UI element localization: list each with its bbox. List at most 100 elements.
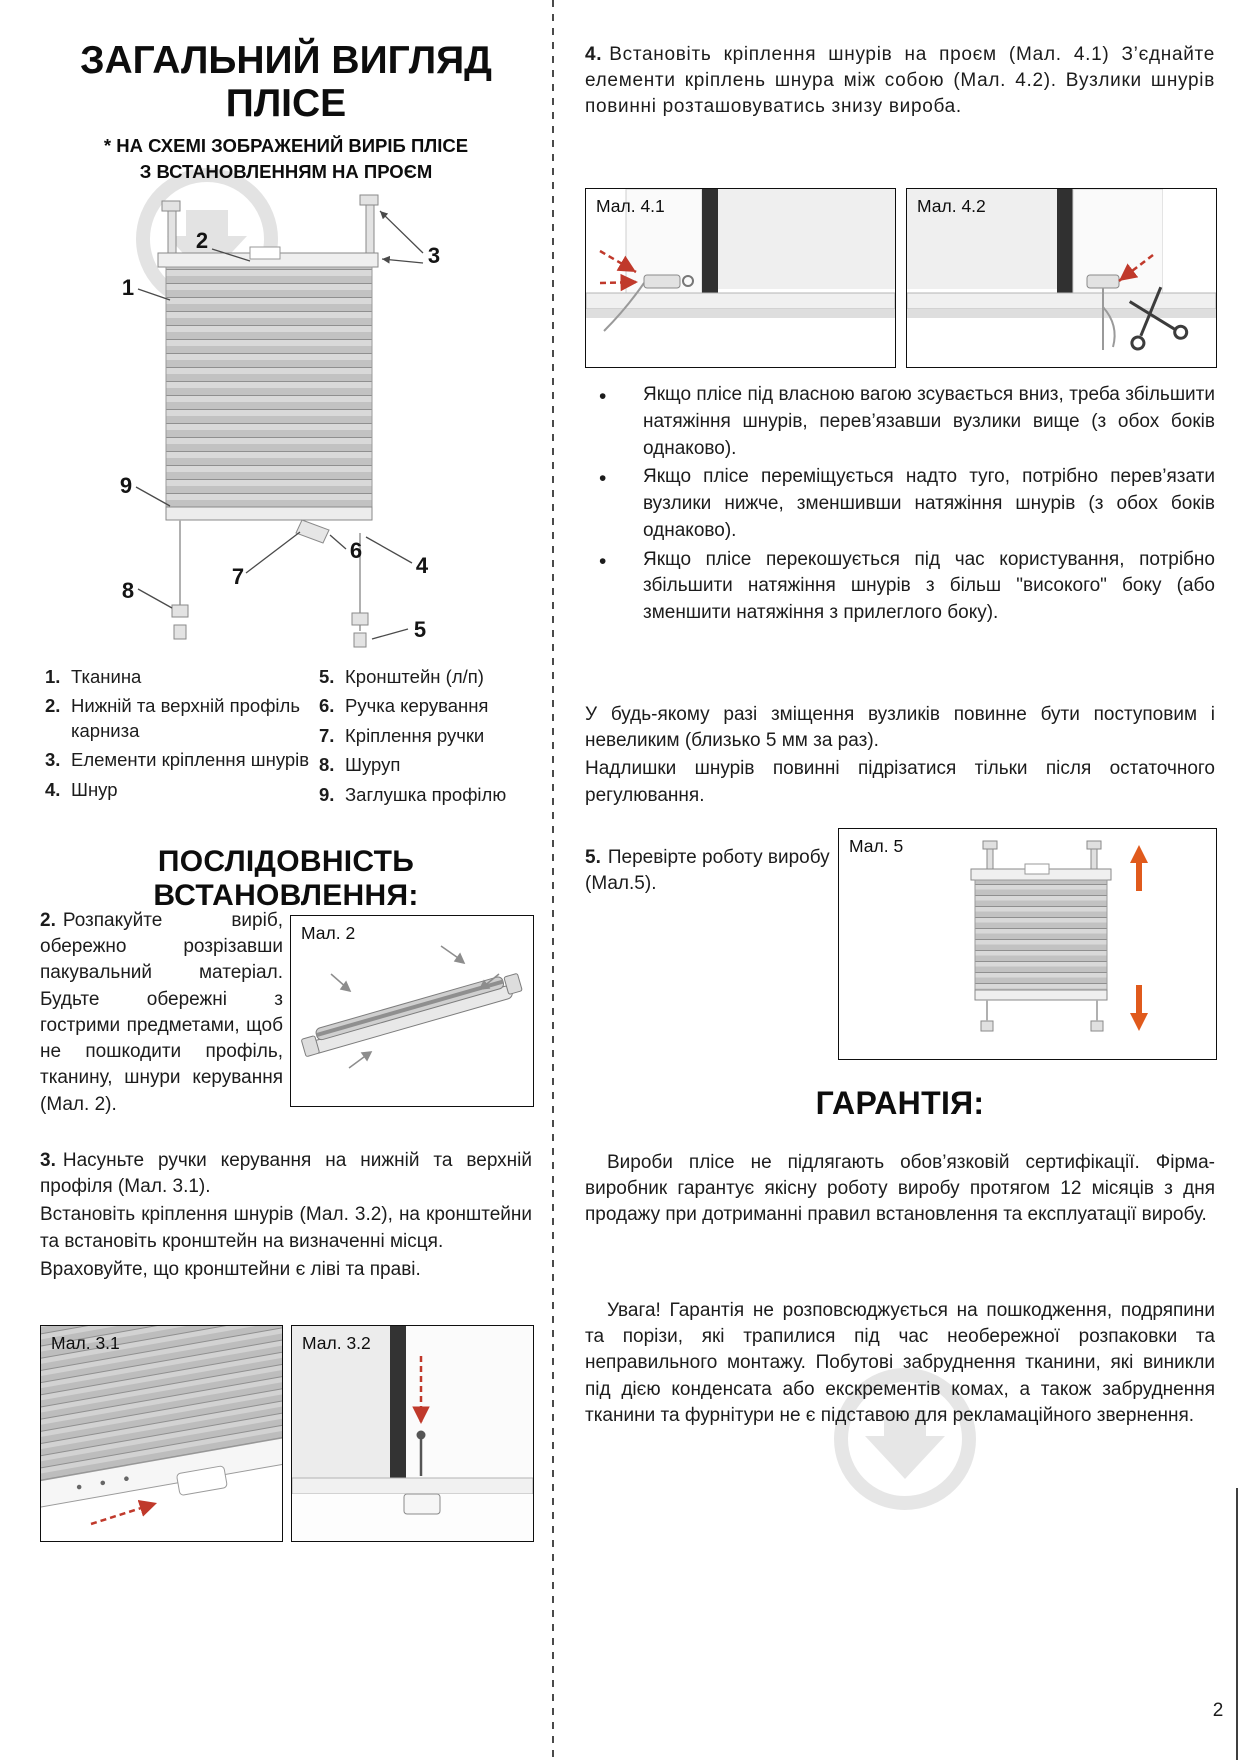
- step-3-text-1: Насуньте ручки керування на нижній та ве…: [40, 1150, 532, 1198]
- warranty-text-1: Вироби плісе не підлягають обов’язковій …: [585, 1152, 1215, 1226]
- cord-fastener-part: [643, 274, 681, 289]
- legend-number: 1.: [45, 666, 61, 687]
- cord: [603, 282, 645, 332]
- step-5-paragraph: 5.Перевірте роботу виробу (Мал.5).: [585, 845, 830, 899]
- legend-number: 7.: [319, 724, 335, 746]
- step-2-paragraph: 2.Розпакуйте виріб, обережно розрізавши …: [40, 908, 283, 1120]
- legend-item-1: 1. Тканина: [45, 665, 313, 689]
- adjustment-note: У будь-якому разі зміщення вузликів пови…: [585, 702, 1215, 811]
- callout-3: 3: [428, 243, 440, 268]
- figure-3-1-art-handle-mount: [41, 1326, 282, 1526]
- fabric: [165, 266, 373, 508]
- mini-bottom-profile: [974, 989, 1108, 1001]
- red-dashed-arrow-icon: [90, 1499, 158, 1526]
- mini-fabric: [974, 879, 1108, 991]
- figure-5-label: Мал. 5: [849, 836, 904, 856]
- legend-item-3: 3. Елементи кріплення шнурів: [45, 748, 313, 772]
- title-note-line-1: * НА СХЕМІ ЗОБРАЖЕНИЙ ВИРІБ ПЛІСЕ: [103, 135, 469, 156]
- bullet-item-3: Якщо плісе перекошується під час користу…: [599, 547, 1215, 627]
- warranty-text-2: Увага! Гарантія не розповсюджується на п…: [585, 1300, 1215, 1426]
- title-note: * НА СХЕМІ ЗОБРАЖЕНИЙ ВИРІБ ПЛІСЕ З ВСТА…: [40, 133, 532, 185]
- legend-label: Заглушка профілю: [345, 783, 507, 805]
- legend-number: 5.: [319, 666, 335, 687]
- callout-5: 5: [414, 617, 426, 642]
- red-dashed-arrow-icon: [599, 249, 639, 292]
- figure-3-2: Мал. 3.2: [291, 1325, 534, 1542]
- legend-label: Нижній та верхній профіль карниза: [71, 695, 300, 741]
- top-brackets: [161, 194, 379, 256]
- lower-brackets: [171, 604, 369, 648]
- legend-label: Кріплення ручки: [345, 724, 485, 746]
- cords: [179, 520, 361, 631]
- callout-9: 9: [120, 473, 132, 498]
- unpack-arrows-icon: [330, 945, 500, 1069]
- page-edge-rule: [1236, 1488, 1238, 1760]
- legend-item-2: 2. Нижній та верхній профіль карниза: [45, 694, 313, 743]
- note-text-2: Надлишки шнурів повинні підрізатися тіль…: [585, 758, 1215, 806]
- figure-3-1: Мал. 3.1: [40, 1325, 283, 1542]
- legend-label: Елементи кріплення шнурів: [71, 749, 310, 771]
- bullet-item-1: Якщо плісе під власною вагою зсувається …: [599, 382, 1215, 462]
- legend-number: 6.: [319, 695, 335, 717]
- legend-column-2: 5. Кронштейн (л/п) 6. Ручка керування 7.…: [319, 665, 532, 812]
- column-divider: [552, 0, 554, 1760]
- title-note-line-2: З ВСТАНОВЛЕННЯМ НА ПРОЄМ: [139, 160, 433, 182]
- callout-2: 2: [196, 228, 208, 253]
- step-5-number: 5.: [585, 847, 601, 868]
- orange-arrow-down-icon: [1130, 985, 1148, 1031]
- control-handle: [295, 519, 330, 544]
- figure-4-1-label: Мал. 4.1: [596, 196, 665, 216]
- figure-5-art-operation-check: [970, 840, 1148, 1032]
- sequence-heading: ПОСЛІДОВНІСТЬ ВСТАНОВЛЕННЯ:: [153, 845, 419, 912]
- warranty-paragraph-2: Увага! Гарантія не розповсюджується на п…: [585, 1298, 1215, 1431]
- figure-3-2-art-bracket-screw: [292, 1326, 533, 1541]
- figure-4-2-art-cord-trim: [907, 189, 1216, 351]
- callout-leaders: [135, 210, 424, 640]
- callout-8: 8: [122, 578, 134, 603]
- legend-item-8: 8. Шуруп: [319, 753, 532, 777]
- callout-numbers: 1 2 3 4 5 6 7 8 9: [120, 228, 440, 642]
- page-number: 2: [1212, 1700, 1224, 1721]
- legend-column-1: 1. Тканина 2. Нижній та верхній профіль …: [45, 665, 313, 812]
- diagram-legend: 1. Тканина 2. Нижній та верхній профіль …: [45, 665, 532, 812]
- pleated-blind-diagram: 1 2 3 4 5 6 7 8 9: [120, 194, 440, 648]
- legend-label: Тканина: [71, 666, 142, 687]
- callout-6: 6: [350, 538, 362, 563]
- title-line-1: ЗАГАЛЬНИЙ ВИГЛЯД: [80, 39, 492, 82]
- step-3-text-3: Враховуйте, що кронштейни є ліві та прав…: [40, 1258, 421, 1280]
- legend-number: 3.: [45, 749, 61, 771]
- figure-4-1-art-cord-fastener: [586, 189, 895, 332]
- figure-4-2: Мал. 4.2: [906, 188, 1217, 368]
- watermark-logo-icon: [826, 1360, 984, 1518]
- legend-number: 9.: [319, 783, 335, 805]
- legend-item-5: 5. Кронштейн (л/п): [319, 665, 532, 689]
- callout-4: 4: [416, 553, 429, 578]
- step-5-text: Перевірте роботу виробу (Мал.5).: [585, 847, 830, 895]
- legend-item-7: 7. Кріплення ручки: [319, 724, 532, 748]
- warranty-paragraph-1: Вироби плісе не підлягають обов’язковій …: [585, 1150, 1215, 1231]
- bracket-part: [403, 1493, 441, 1515]
- callout-7: 7: [232, 564, 244, 589]
- legend-label: Ручка керування: [345, 695, 489, 717]
- cord-fastener-part: [1086, 274, 1120, 289]
- legend-item-9: 9. Заглушка профілю: [319, 783, 532, 807]
- title-line-2: ПЛІСЕ: [225, 81, 347, 125]
- page-title: ЗАГАЛЬНИЙ ВИГЛЯД ПЛІСЕ: [40, 39, 532, 126]
- warranty-heading: ГАРАНТІЯ:: [815, 1085, 985, 1121]
- adjustment-bullets: Якщо плісе під власною вагою зсувається …: [585, 382, 1215, 629]
- step-4-text: Встановіть кріплення шнурів на проєм (Ма…: [585, 44, 1215, 118]
- bottom-profile: [165, 506, 373, 521]
- figure-5: Мал. 5: [838, 828, 1217, 1060]
- step-3-text-2: Встановіть кріплення шнурів (Мал. 3.2), …: [40, 1204, 532, 1252]
- figure-2: Мал. 2: [290, 915, 534, 1107]
- legend-item-6: 6. Ручка керування: [319, 694, 532, 718]
- overview-diagram: 1 2 3 4 5 6 7 8 9: [40, 185, 532, 660]
- legend-label: Шуруп: [345, 754, 401, 776]
- figure-4-2-label: Мал. 4.2: [917, 196, 986, 216]
- legend-number: 2.: [45, 695, 61, 717]
- orange-arrow-up-icon: [1130, 845, 1148, 891]
- legend-item-4: 4. Шнур: [45, 778, 313, 802]
- figure-3-1-label: Мал. 3.1: [51, 1333, 120, 1353]
- legend-number: 4.: [45, 778, 61, 800]
